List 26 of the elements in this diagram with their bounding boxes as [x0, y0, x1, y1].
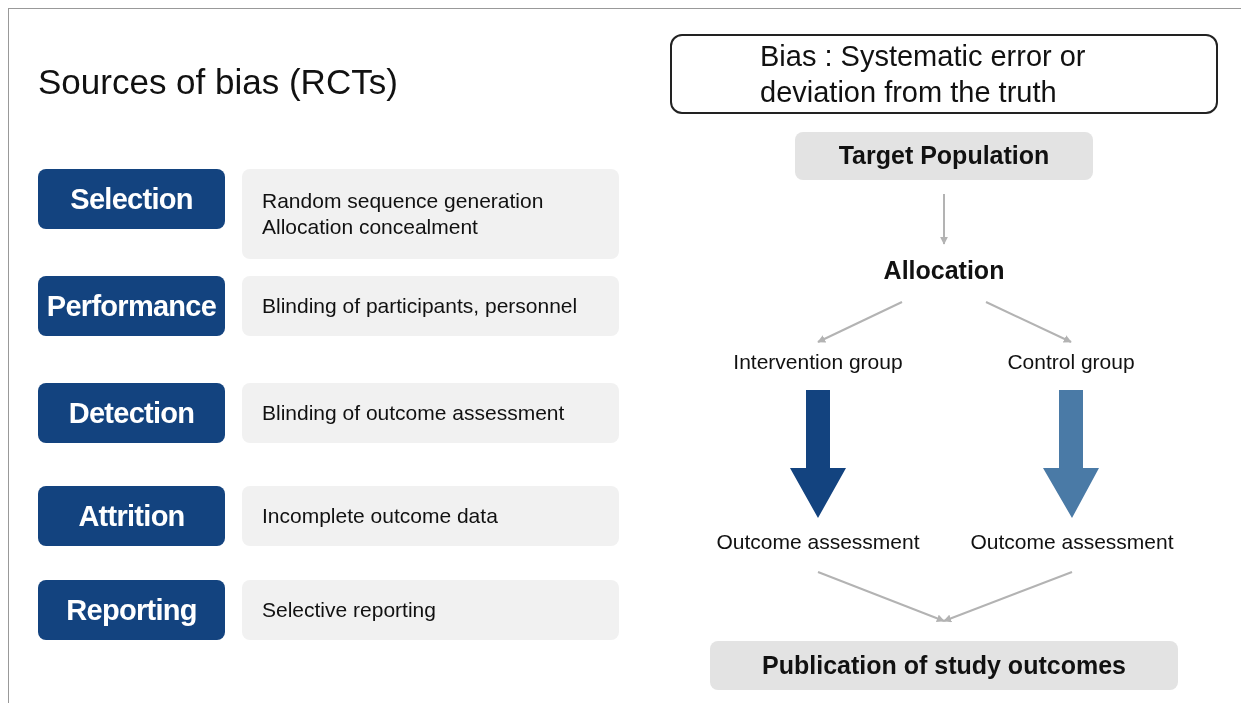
arrow: [943, 571, 1073, 623]
category-box: Reporting: [38, 580, 225, 640]
node-label: Outcome assessment: [954, 526, 1190, 558]
description-box: Blinding of participants, personnel: [242, 276, 619, 336]
arrow: [817, 301, 903, 343]
category-box: Detection: [38, 383, 225, 443]
arrow: [985, 301, 1072, 343]
node-label: Outcome assessment: [700, 526, 936, 558]
category-box: Attrition: [38, 486, 225, 546]
arrow: [940, 193, 948, 245]
process-box: Target Population: [795, 132, 1093, 180]
node-label: Allocation: [874, 254, 1014, 288]
block-arrow: [1043, 390, 1099, 518]
description-box: Incomplete outcome data: [242, 486, 619, 546]
node-label: Control group: [996, 346, 1146, 378]
arrow: [817, 571, 945, 623]
category-box: Selection: [38, 169, 225, 229]
process-box: Publication of study outcomes: [710, 641, 1178, 690]
definition-box: Bias : Systematic error or deviation from the truth: [670, 34, 1218, 114]
block-arrow: [790, 390, 846, 518]
category-box: Performance: [38, 276, 225, 336]
description-box: Selective reporting: [242, 580, 619, 640]
description-box: Blinding of outcome assessment: [242, 383, 619, 443]
node-label: Intervention group: [718, 346, 918, 378]
heading: Sources of bias (RCTs): [38, 61, 398, 103]
description-box: Random sequence generation Allocation concealment: [242, 169, 619, 259]
